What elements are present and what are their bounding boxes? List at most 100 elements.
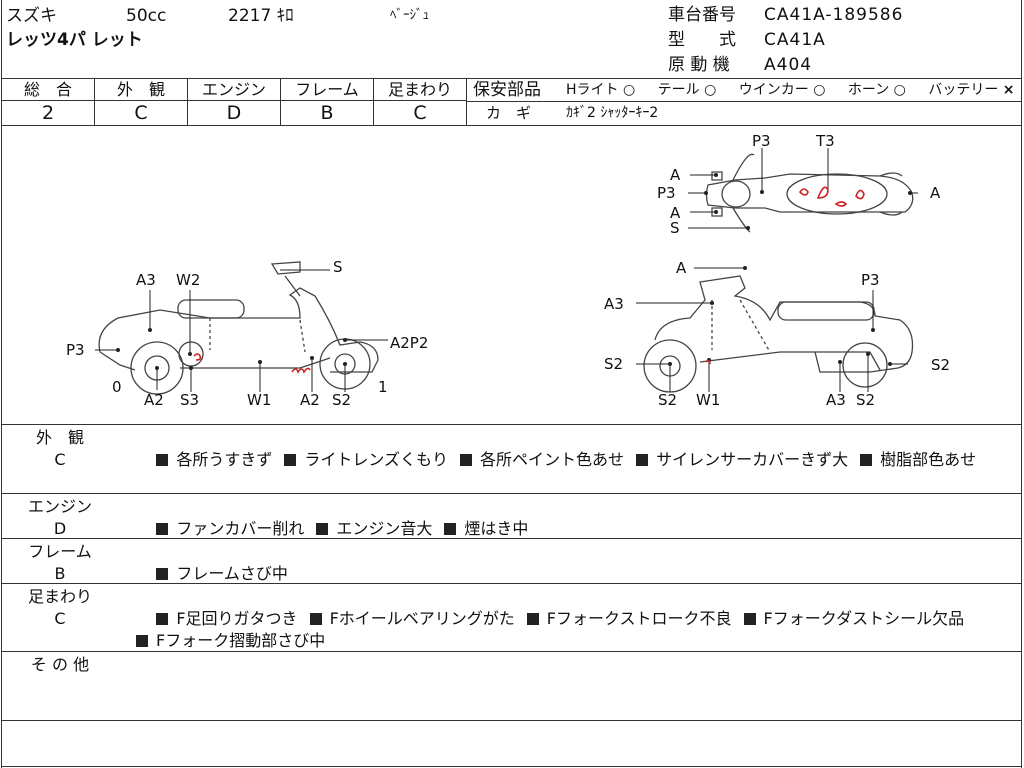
bullet-square-icon [309, 613, 322, 625]
suspension-item-2-text: Fホイールベアリングがた [329, 609, 515, 628]
safety-label: 保安部品 [473, 80, 541, 100]
section-engine-title: エンジン [27, 497, 92, 516]
frame-no: CA41A-189586 [764, 5, 904, 25]
section-frame-title: フレーム [28, 542, 92, 561]
section-exterior-title: 外 観 [35, 428, 84, 447]
grade-label-suspension: 足まわり [387, 80, 452, 99]
lbl-right-s2a: S2 [604, 355, 623, 373]
engine-value: A404 [764, 55, 813, 75]
model-name: レッツ4パ レット [6, 30, 143, 50]
section-line-1 [1, 493, 1022, 494]
bullet-square-icon [156, 454, 169, 466]
engine-label: 原 動 機 [668, 55, 730, 75]
grade-col-3 [280, 78, 281, 125]
section-frame-label: フレーム B [0, 541, 120, 585]
frame-left [1, 0, 2, 768]
exterior-item-5: 樹脂部色あせ [858, 450, 976, 469]
grade-top-line [1, 78, 1022, 79]
exterior-item-1: 各所うすきず [154, 450, 272, 469]
grade-col-5 [466, 78, 467, 125]
lbl-right-s2d: S2 [856, 391, 875, 409]
lbl-left-a2b: A2 [300, 391, 320, 409]
damage-marks [193, 186, 865, 374]
sections-top-line [1, 424, 1022, 425]
grade-bottom-line [1, 125, 1022, 126]
exterior-item-3-text: 各所ペイント色あせ [480, 450, 625, 469]
right-view [643, 275, 914, 393]
grade-value-overall: 2 [41, 102, 55, 124]
safety-items: Hライト ○ テール ○ ウインカー ○ ホーン ○ バッテリー × [566, 80, 1015, 100]
section-frame-body: フレームさび中 [134, 541, 1004, 607]
suspension-item-5-text: Fフォーク摺動部さび中 [156, 631, 326, 650]
key-value: ｶｷﾞ2 ｼｬｯﾀｰｷｰ2 [566, 105, 659, 121]
exterior-item-4-text: サイレンサーカバーきず大 [656, 450, 849, 469]
lbl-right-s2c: S2 [658, 391, 677, 409]
engine-item-2: エンジン音大 [314, 519, 432, 538]
section-line-5 [1, 720, 1022, 721]
lbl-right-s2b: S2 [931, 356, 950, 374]
section-frame-grade: B [54, 564, 66, 583]
frame-right [1021, 0, 1022, 768]
lbl-left-s3: S3 [180, 391, 199, 409]
safety-horn-mark: ○ [893, 82, 906, 98]
grade-col-2 [187, 78, 188, 125]
grade-label-frame: フレーム [295, 80, 359, 99]
grade-label-exterior: 外 観 [116, 80, 165, 99]
grade-label-overall: 総 合 [23, 80, 72, 99]
safety-headlight: Hライト [566, 82, 619, 98]
lbl-right-p3: P3 [861, 271, 880, 289]
safety-winker-mark: ○ [813, 82, 826, 98]
lbl-top-a2: A [670, 204, 681, 222]
suspension-item-4-text: Fフォークダストシール欠品 [763, 609, 965, 628]
frame-item-1-text: フレームさび中 [176, 564, 288, 583]
section-line-2 [1, 538, 1022, 539]
lbl-right-a3: A3 [604, 295, 624, 313]
section-engine-grade: D [53, 519, 67, 538]
section-exterior-grade: C [54, 450, 66, 469]
exterior-item-1-text: 各所うすきず [176, 450, 273, 469]
exterior-item-4: サイレンサーカバーきず大 [634, 450, 848, 469]
frame-bottom [1, 766, 1022, 767]
lbl-left-a2p2: A2P2 [390, 334, 428, 352]
bullet-square-icon [743, 613, 756, 625]
bullet-square-icon [860, 454, 873, 466]
safety-horn: ホーン [847, 82, 890, 98]
grade-col-1 [94, 78, 95, 125]
damage-diagram: P3 T3 A P3 A A S A3 W2 S P3 A2P2 0 1 A2 … [66, 132, 950, 409]
lbl-left-s2: S2 [332, 391, 351, 409]
key-label: カ ギ [486, 104, 532, 122]
lbl-left-w2: W2 [176, 271, 200, 289]
lbl-left-a2: A2 [144, 391, 164, 409]
lbl-left-a3: A3 [136, 271, 156, 289]
suspension-item-5: Fフォーク摺動部さび中 [134, 631, 325, 650]
lbl-top-t3: T3 [815, 132, 835, 150]
section-exterior-body: 各所うすきずライトレンズくもり各所ペイント色あせサイレンサーカバーきず大樹脂部色… [134, 427, 1004, 493]
frame-item-1: フレームさび中 [154, 564, 288, 583]
lbl-top-a-right: A [930, 184, 941, 202]
grade-label-engine: エンジン [201, 80, 266, 99]
safety-tail: テール [657, 82, 700, 98]
engine-item-1-text: ファンカバー削れ [176, 519, 305, 538]
grade-value-engine: D [226, 102, 242, 124]
bullet-square-icon [526, 613, 539, 625]
grade-value-suspension: C [413, 102, 427, 124]
engine-item-1: ファンカバー削れ [154, 519, 304, 538]
lbl-top-p3a: P3 [752, 132, 771, 150]
grade-value-frame: B [320, 102, 334, 124]
lbl-top-s: S [670, 219, 680, 237]
section-engine-label: エンジン D [0, 496, 120, 540]
section-line-4 [1, 651, 1022, 652]
lbl-right-a3b: A3 [826, 391, 846, 409]
grade-col-4 [373, 78, 374, 125]
bullet-square-icon [284, 454, 297, 466]
section-suspension-title: 足まわり [27, 587, 92, 606]
suspension-item-1: F足回りガタつき [154, 609, 298, 628]
lbl-left-s: S [333, 258, 343, 276]
safety-tail-mark: ○ [704, 82, 717, 98]
bullet-square-icon [636, 454, 649, 466]
section-exterior-label: 外 観 C [0, 427, 120, 471]
safety-battery: バッテリー [928, 82, 999, 98]
bullet-square-icon [156, 568, 169, 580]
